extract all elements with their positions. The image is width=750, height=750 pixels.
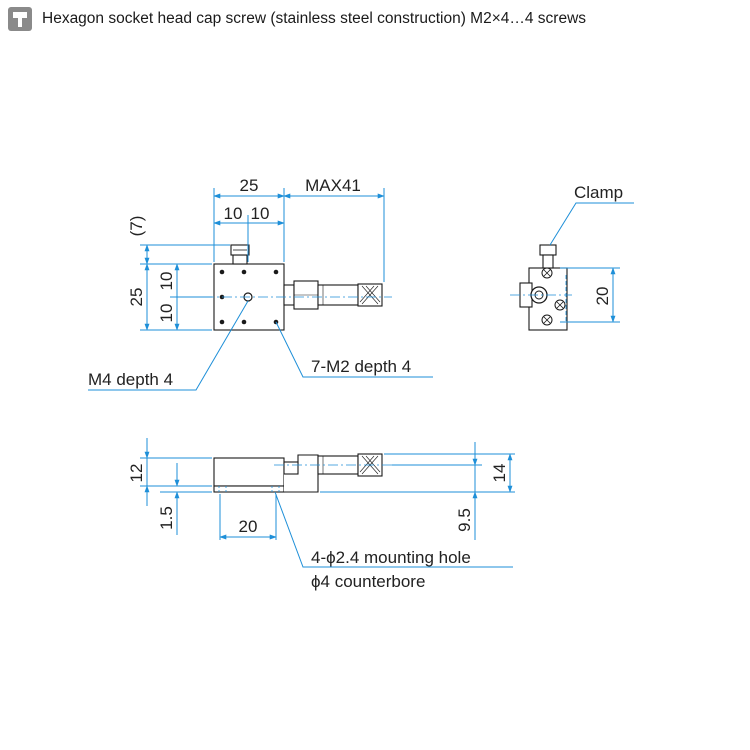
page-header: Hexagon socket head cap screw (stainless…	[8, 7, 586, 31]
dim-7: (7)	[127, 216, 146, 237]
label-m4-depth: M4 depth 4	[88, 370, 173, 389]
dim-25-width: 25	[240, 176, 259, 195]
screw-icon	[8, 7, 32, 31]
dim-10-right: 10	[251, 204, 270, 223]
side-view: 20 Clamp	[510, 183, 634, 331]
dim-14: 14	[490, 464, 509, 483]
label-mounting-hole: 4-ϕ2.4 mounting hole	[311, 548, 471, 567]
micrometer-thimble	[317, 284, 359, 306]
front-view: 12 1.5 20 9.5 14 4-ϕ2.4 mounting hole ϕ4…	[127, 438, 515, 591]
dim-max41: MAX41	[305, 176, 361, 195]
dim-1-5: 1.5	[157, 506, 176, 530]
label-counterbore: ϕ4 counterbore	[311, 572, 425, 591]
header-title: Hexagon socket head cap screw (stainless…	[42, 10, 587, 27]
dim-25-height: 25	[127, 288, 146, 307]
top-view: 25 MAX41 10 10 (7) 25 10 10 M4 depth 4 7…	[88, 176, 433, 391]
dim-10-upper: 10	[157, 272, 176, 291]
front-base	[213, 485, 285, 493]
label-7-m2-depth: 7-M2 depth 4	[311, 357, 411, 376]
dim-9-5: 9.5	[455, 508, 474, 532]
dim-10-left: 10	[224, 204, 243, 223]
label-clamp: Clamp	[574, 183, 623, 202]
dim-10-lower: 10	[157, 304, 176, 323]
dim-20-side: 20	[593, 287, 612, 306]
dim-12: 12	[127, 464, 146, 483]
dim-20-front: 20	[239, 517, 258, 536]
front-body	[213, 457, 285, 487]
